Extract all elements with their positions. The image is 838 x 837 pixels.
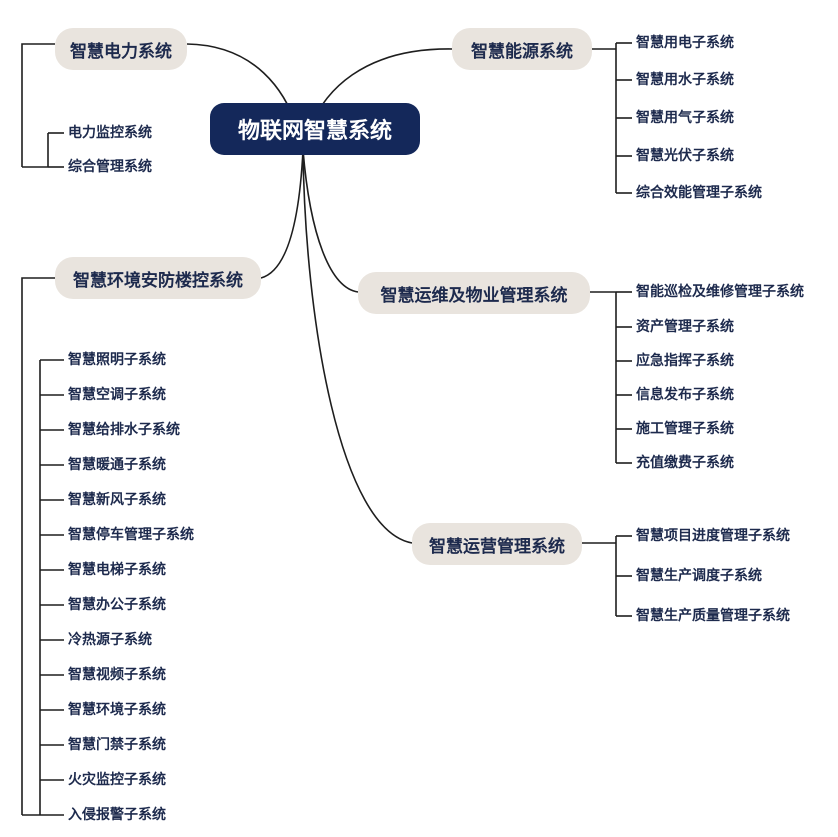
leaf-ops-1: 资产管理子系统 [636,319,734,335]
leaf-building-8: 冷热源子系统 [68,632,152,648]
leaf-building-12: 火灾监控子系统 [68,772,166,788]
leaf-power-0: 电力监控系统 [68,125,152,141]
leaf-building-4: 智慧新风子系统 [68,492,166,508]
branch-node-power: 智慧电力系统 [55,28,187,70]
connector-trunk-building [21,277,55,815]
leaf-building-0: 智慧照明子系统 [68,352,166,368]
leaf-building-3: 智慧暖通子系统 [68,457,166,473]
branch-node-building: 智慧环境安防楼控系统 [55,257,261,299]
leaf-ops-5: 充值缴费子系统 [636,455,734,471]
leaf-energy-2: 智慧用气子系统 [636,110,734,126]
leaf-ops-0: 智能巡检及维修管理子系统 [636,284,804,300]
leaf-building-2: 智慧给排水子系统 [68,422,180,438]
branch-node-operation: 智慧运营管理系统 [412,523,582,565]
leaf-building-10: 智慧环境子系统 [68,702,166,718]
leaf-energy-0: 智慧用电子系统 [636,35,734,51]
leaf-energy-1: 智慧用水子系统 [636,72,734,88]
connector-root-operation [302,149,413,544]
connector-trunk-power [21,43,55,167]
leaf-building-6: 智慧电梯子系统 [68,562,166,578]
leaf-operation-1: 智慧生产调度子系统 [636,568,762,584]
leaf-operation-0: 智慧项目进度管理子系统 [636,528,790,544]
root-node: 物联网智慧系统 [210,103,420,155]
leaf-operation-2: 智慧生产质量管理子系统 [636,608,790,624]
leaf-energy-3: 智慧光伏子系统 [636,148,734,164]
leaf-energy-4: 综合效能管理子系统 [636,185,762,201]
leaf-ops-2: 应急指挥子系统 [636,353,734,369]
leaf-ops-3: 信息发布子系统 [636,387,734,403]
leaf-building-13: 入侵报警子系统 [68,807,166,823]
leaf-building-7: 智慧办公子系统 [68,597,166,613]
leaf-building-11: 智慧门禁子系统 [68,737,166,753]
leaf-building-5: 智慧停车管理子系统 [68,527,194,543]
branch-node-energy: 智慧能源系统 [452,28,592,70]
leaf-ops-4: 施工管理子系统 [636,421,734,437]
connector-root-ops [302,149,359,293]
branch-node-ops: 智慧运维及物业管理系统 [358,272,590,314]
leaf-building-1: 智慧空调子系统 [68,387,166,403]
connector-root-building [260,149,304,279]
leaf-building-9: 智慧视频子系统 [68,667,166,683]
leaf-power-1: 综合管理系统 [68,159,152,175]
